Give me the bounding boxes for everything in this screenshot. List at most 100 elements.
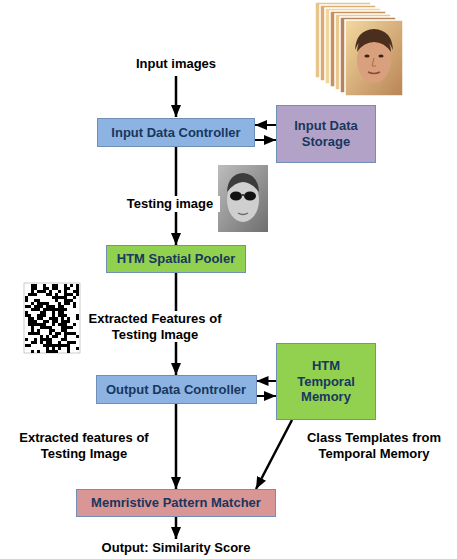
feature-cell bbox=[49, 293, 52, 296]
feature-cell bbox=[52, 308, 55, 311]
feature-cell bbox=[37, 323, 40, 326]
feature-cell bbox=[31, 320, 34, 323]
feature-cell bbox=[25, 311, 28, 314]
feature-cell bbox=[61, 296, 64, 299]
feature-cell bbox=[58, 323, 61, 326]
node-text: Input Data Controller bbox=[111, 125, 240, 141]
feature-cell bbox=[37, 290, 40, 293]
feature-cell bbox=[34, 305, 37, 308]
feature-cell bbox=[55, 293, 58, 296]
feature-cell bbox=[67, 350, 70, 353]
feature-cell bbox=[25, 296, 28, 299]
feature-cell bbox=[67, 317, 70, 320]
feature-pattern bbox=[24, 283, 80, 353]
spatial-pooler-box: HTM Spatial Pooler bbox=[106, 245, 246, 273]
feature-cell bbox=[64, 338, 67, 341]
feature-cell bbox=[43, 314, 46, 317]
feature-cell bbox=[64, 323, 67, 326]
feature-cell bbox=[43, 302, 46, 305]
feature-cell bbox=[40, 305, 43, 308]
feature-cell bbox=[58, 314, 61, 317]
feature-cell bbox=[67, 320, 70, 323]
feature-cell bbox=[58, 341, 61, 344]
feature-cell bbox=[37, 317, 40, 320]
feature-cell bbox=[58, 347, 61, 350]
feature-cell bbox=[70, 293, 73, 296]
feature-cell bbox=[37, 329, 40, 332]
feature-cell bbox=[28, 305, 31, 308]
feature-cell bbox=[61, 314, 64, 317]
feature-cell bbox=[34, 287, 37, 290]
feature-cell bbox=[46, 287, 49, 290]
feature-cell bbox=[31, 290, 34, 293]
feature-cell bbox=[46, 326, 49, 329]
feature-cell bbox=[52, 314, 55, 317]
feature-cell bbox=[40, 290, 43, 293]
feature-cell bbox=[28, 320, 31, 323]
feature-cell bbox=[43, 284, 46, 287]
node-text: Memristive Pattern Matcher bbox=[91, 495, 261, 511]
feature-cell bbox=[34, 293, 37, 296]
arrow-connector bbox=[175, 404, 178, 489]
edge-label: Extracted Features of Testing Image bbox=[82, 311, 228, 342]
feature-cell bbox=[58, 308, 61, 311]
feature-cell bbox=[58, 344, 61, 347]
feature-cell bbox=[61, 320, 64, 323]
feature-cell bbox=[67, 287, 70, 290]
feature-cell bbox=[46, 347, 49, 350]
feature-cell bbox=[46, 308, 49, 311]
feature-cell bbox=[37, 302, 40, 305]
feature-cell bbox=[52, 344, 55, 347]
feature-cell bbox=[55, 308, 58, 311]
feature-cell bbox=[76, 317, 79, 320]
feature-cell bbox=[28, 344, 31, 347]
feature-cell bbox=[37, 305, 40, 308]
feature-cell bbox=[46, 320, 49, 323]
feature-cell bbox=[73, 332, 76, 335]
feature-cell bbox=[31, 332, 34, 335]
feature-cell bbox=[64, 320, 67, 323]
feature-cell bbox=[49, 344, 52, 347]
edge-label: Class Templates from Temporal Memory bbox=[296, 430, 452, 461]
temporal-memory-box: HTM Temporal Memory bbox=[276, 343, 376, 420]
feature-cell bbox=[73, 341, 76, 344]
feature-cell bbox=[64, 332, 67, 335]
feature-cell bbox=[37, 299, 40, 302]
feature-cell bbox=[40, 302, 43, 305]
feature-cell bbox=[67, 341, 70, 344]
feature-cell bbox=[52, 284, 55, 287]
feature-cell bbox=[43, 338, 46, 341]
feature-cell bbox=[73, 302, 76, 305]
feature-cell bbox=[76, 293, 79, 296]
feature-cell bbox=[40, 335, 43, 338]
feature-cell bbox=[76, 284, 79, 287]
feature-cell bbox=[34, 341, 37, 344]
feature-cell bbox=[34, 338, 37, 341]
feature-cell bbox=[31, 287, 34, 290]
feature-cell bbox=[25, 314, 28, 317]
feature-cell bbox=[37, 350, 40, 353]
feature-cell bbox=[43, 326, 46, 329]
feature-cell bbox=[34, 332, 37, 335]
feature-cell bbox=[52, 305, 55, 308]
feature-cell bbox=[46, 350, 49, 353]
feature-cell bbox=[55, 299, 58, 302]
feature-cell bbox=[46, 305, 49, 308]
arrow-connector bbox=[257, 380, 277, 382]
output-caption: Output: Similarity Score bbox=[80, 540, 272, 556]
feature-cell bbox=[73, 296, 76, 299]
feature-cell bbox=[73, 323, 76, 326]
feature-cell bbox=[46, 341, 49, 344]
feature-cell bbox=[31, 350, 34, 353]
feature-cell bbox=[61, 326, 64, 329]
feature-cell bbox=[40, 314, 43, 317]
feature-cell bbox=[43, 320, 46, 323]
feature-cell bbox=[31, 302, 34, 305]
node-text: Output Data Controller bbox=[106, 382, 246, 398]
feature-cell bbox=[46, 293, 49, 296]
feature-cell bbox=[37, 308, 40, 311]
feature-cell bbox=[31, 293, 34, 296]
feature-cell bbox=[70, 332, 73, 335]
feature-cell bbox=[52, 335, 55, 338]
feature-cell bbox=[64, 329, 67, 332]
